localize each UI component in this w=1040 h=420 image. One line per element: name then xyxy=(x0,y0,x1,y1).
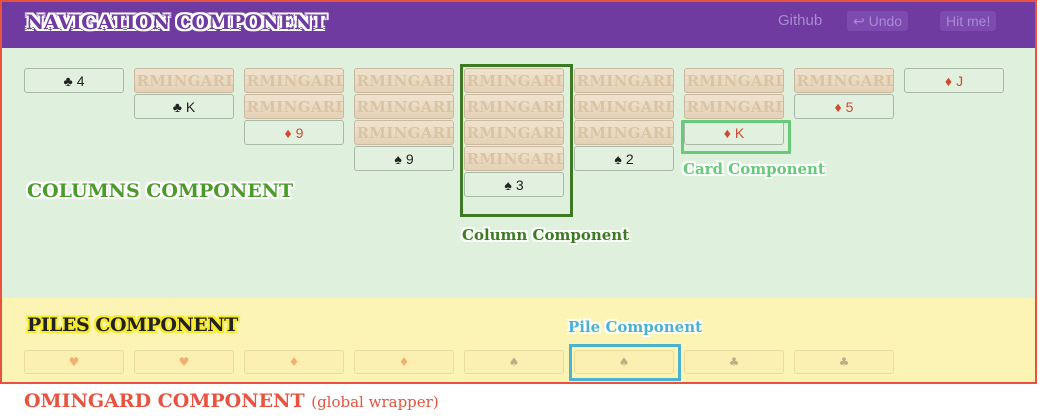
foundation-pile[interactable]: ♦ xyxy=(244,350,344,374)
foundation-pile[interactable]: ♠ xyxy=(464,350,564,374)
playing-card[interactable]: ♦5 xyxy=(794,94,894,119)
card-component-label: Card Component xyxy=(683,160,825,178)
card-suit-icon: ♠ xyxy=(504,176,512,193)
pile-component-label: Pile Component xyxy=(568,318,703,336)
pile-suit-icon: ♣ xyxy=(728,355,740,369)
foundation-pile[interactable]: ♠ xyxy=(574,350,674,374)
card-suit-icon: ♠ xyxy=(614,150,622,167)
card-back: IRMINGARD xyxy=(134,68,234,93)
playing-card[interactable]: ♣K xyxy=(134,94,234,119)
card-back: IRMINGARD xyxy=(354,68,454,93)
card-back: IRMINGARD xyxy=(794,68,894,93)
foundation-pile[interactable]: ♦ xyxy=(354,350,454,374)
foundation-pile[interactable]: ♥ xyxy=(134,350,234,374)
card-back: IRMINGARD xyxy=(464,120,564,145)
card-back: IRMINGARD xyxy=(464,94,564,119)
card-rank: 4 xyxy=(76,72,85,89)
card-back: IRMINGARD xyxy=(574,68,674,93)
card-rank: 2 xyxy=(625,150,634,167)
card-suit-icon: ♣ xyxy=(63,72,73,89)
pile-suit-icon: ♦ xyxy=(288,355,300,369)
pile-suit-icon: ♥ xyxy=(68,355,80,369)
pile-suit-icon: ♣ xyxy=(838,355,850,369)
card-back: IRMINGARD xyxy=(574,94,674,119)
card-rank: 5 xyxy=(845,98,854,115)
playing-card[interactable]: ♣4 xyxy=(24,68,124,93)
global-wrapper-note: (global wrapper) xyxy=(311,393,439,411)
foundation-pile[interactable]: ♣ xyxy=(684,350,784,374)
playing-card[interactable]: ♠2 xyxy=(574,146,674,171)
card-back: IRMINGARD xyxy=(354,120,454,145)
playing-card[interactable]: ♠3 xyxy=(464,172,564,197)
card-back: IRMINGARD xyxy=(464,68,564,93)
card-back: IRMINGARD xyxy=(244,94,344,119)
playing-card[interactable]: ♠9 xyxy=(354,146,454,171)
card-suit-icon: ♦ xyxy=(944,72,953,89)
card-suit-icon: ♠ xyxy=(394,150,402,167)
omingard-wrapper: NAVIGATION COMPONENT Github ↩ Undo Hit m… xyxy=(0,0,1037,384)
card-highlight-box xyxy=(681,120,791,154)
card-rank: 3 xyxy=(515,176,524,193)
card-suit-icon: ♣ xyxy=(172,98,182,115)
omingard-component-title: OMINGARD COMPONENT xyxy=(24,390,305,412)
card-suit-icon: ♦ xyxy=(834,98,842,115)
columns-component-label: COLUMNS COMPONENT xyxy=(27,180,294,202)
card-back: IRMINGARD xyxy=(574,120,674,145)
card-suit-icon: ♦ xyxy=(284,124,292,141)
undo-button[interactable]: ↩ Undo xyxy=(847,11,909,31)
column-highlight-box xyxy=(460,64,573,217)
card-back: IRMINGARD xyxy=(684,94,784,119)
navigation-bar: NAVIGATION COMPONENT Github ↩ Undo Hit m… xyxy=(2,2,1035,48)
column-component-label: Column Component xyxy=(462,226,630,244)
pile-suit-icon: ♦ xyxy=(398,355,410,369)
card-rank: J xyxy=(956,72,964,89)
github-link[interactable]: Github xyxy=(778,12,823,29)
pile-suit-icon: ♥ xyxy=(178,355,190,369)
card-back: IRMINGARD xyxy=(354,94,454,119)
foundation-pile[interactable]: ♥ xyxy=(24,350,124,374)
pile-suit-icon: ♠ xyxy=(618,355,630,369)
playing-card[interactable]: ♦9 xyxy=(244,120,344,145)
pile-highlight-box xyxy=(569,344,681,381)
card-rank: K xyxy=(734,124,745,141)
card-rank: 9 xyxy=(295,124,304,141)
piles-component-label: PILES COMPONENT xyxy=(27,314,238,336)
card-back: IRMINGARD xyxy=(244,68,344,93)
card-rank: 9 xyxy=(405,150,414,167)
hit-me-button[interactable]: Hit me! xyxy=(940,11,997,31)
card-back: IRMINGARD xyxy=(684,68,784,93)
omingard-component-label: OMINGARD COMPONENT (global wrapper) xyxy=(24,390,439,412)
foundation-pile[interactable]: ♣ xyxy=(794,350,894,374)
pile-suit-icon: ♠ xyxy=(508,355,520,369)
card-rank: K xyxy=(185,98,196,115)
card-back: IRMINGARD xyxy=(464,146,564,171)
card-suit-icon: ♦ xyxy=(723,124,731,141)
playing-card[interactable]: ♦J xyxy=(904,68,1004,93)
navigation-component-label: NAVIGATION COMPONENT xyxy=(26,10,327,34)
